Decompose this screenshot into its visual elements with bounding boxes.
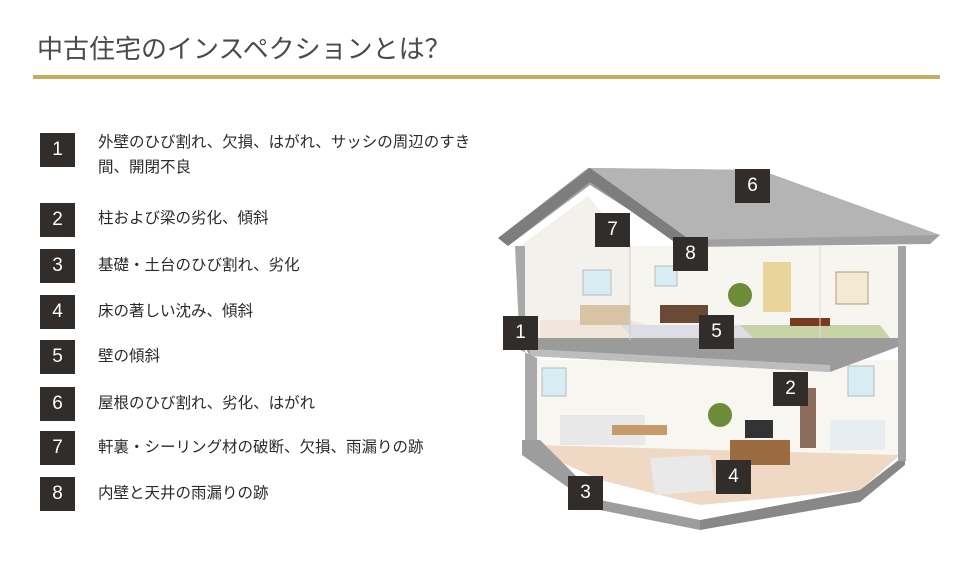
page-title: 中古住宅のインスペクションとは？ [37, 35, 451, 65]
house-marker-7: 7 [595, 213, 630, 247]
item-number-badge: 1 [40, 133, 75, 167]
house-marker-1: 1 [503, 316, 538, 350]
item-number-badge: 3 [40, 249, 75, 283]
house-marker-2: 2 [773, 372, 808, 406]
inspection-item-text: 内壁と天井の雨漏りの跡 [98, 484, 269, 502]
item-number-badge: 7 [40, 431, 75, 465]
inspection-item-text: 外壁のひび割れ、欠損、はがれ、サッシの周辺のすき間、開閉不良 [98, 133, 471, 176]
house-marker-6: 6 [735, 169, 770, 203]
title-underline [33, 75, 940, 79]
house-marker-3: 3 [568, 476, 603, 510]
item-number-badge: 6 [40, 387, 75, 421]
house-marker-5: 5 [699, 315, 734, 349]
inspection-item-text: 壁の傾斜 [98, 347, 161, 365]
item-number-badge: 2 [40, 203, 75, 237]
item-number-badge: 8 [40, 477, 75, 511]
house-marker-8: 8 [673, 237, 708, 271]
inspection-item-text: 床の著しい沈み、傾斜 [98, 302, 254, 320]
house-marker-4: 4 [716, 460, 751, 494]
item-number-badge: 4 [40, 295, 75, 329]
inspection-item-text: 基礎・土台のひび割れ、劣化 [98, 256, 300, 274]
inspection-item-text: 柱および梁の劣化、傾斜 [98, 209, 269, 227]
inspection-item-text: 屋根のひび割れ、劣化、はがれ [98, 394, 316, 412]
inspection-item-text: 軒裏・シーリング材の破断、欠損、雨漏りの跡 [98, 438, 424, 456]
item-number-badge: 5 [40, 340, 75, 374]
